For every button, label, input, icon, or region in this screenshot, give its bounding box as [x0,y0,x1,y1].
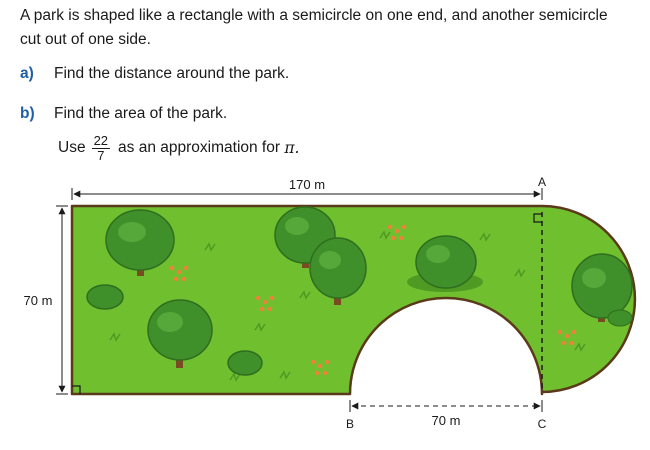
question-b: b) Find the area of the park. [20,104,227,124]
tree-icon [105,209,175,276]
point-b-label: B [346,417,354,431]
question-a-label: a) [20,65,34,82]
flower-icon [255,295,275,312]
tree-icon [407,235,483,292]
park-shape [70,204,637,396]
flower-icon [169,265,189,282]
width-label: 70 m [24,293,53,308]
hint-suffix: as an approximation for [118,139,281,156]
bush-icon [86,284,124,310]
question-b-text: Find the area of the park. [54,105,228,122]
cutout-label: 70 m [432,413,461,428]
bush-icon [227,350,263,376]
question-a-text: Find the distance around the park. [54,65,290,82]
flower-icon [557,329,577,346]
length-label: 170 m [289,177,325,192]
point-a-label: A [538,175,546,189]
fraction-22-over-7: 22 7 [91,132,111,163]
flower-icon [310,359,330,376]
fraction-denominator: 7 [97,147,105,163]
grass-tufts [109,230,586,382]
question-a: a) Find the distance around the park. [20,64,289,84]
tree-icon [309,237,367,305]
tree-icon [147,299,213,368]
right-angle-mark-bottom-left [72,385,81,394]
hint-prefix: Use [58,139,86,156]
fraction-numerator: 22 [91,132,111,149]
problem-intro: A park is shaped like a rectangle with a… [20,7,608,48]
pi-approximation-hint: Use 22 7 as an approximation for π. [58,128,299,168]
point-c-label: C [538,417,547,431]
tree-icon [571,253,633,327]
right-angle-mark-a [533,213,542,223]
pi-symbol: π. [284,139,300,157]
flower-icon [387,224,407,241]
question-b-label: b) [20,105,35,122]
